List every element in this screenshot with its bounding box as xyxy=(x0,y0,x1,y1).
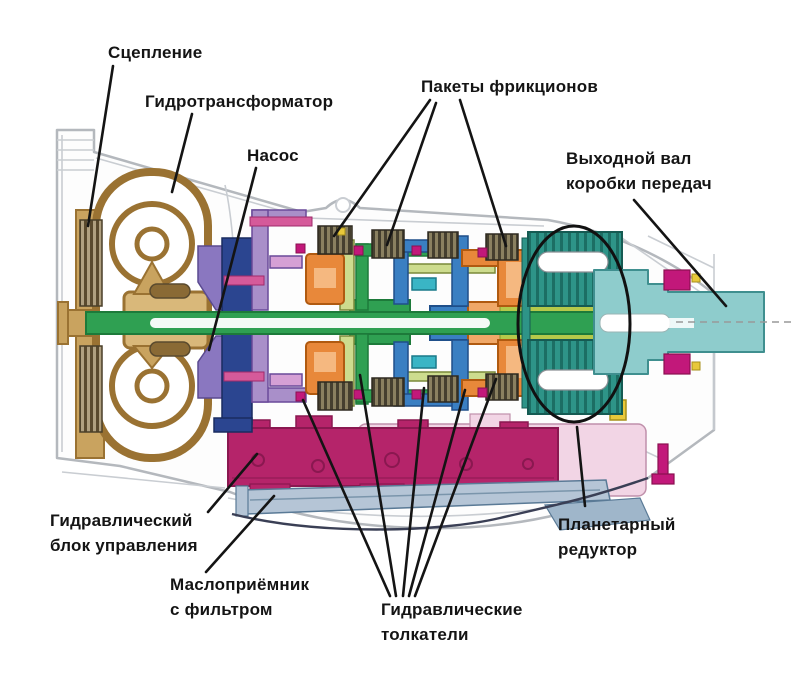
planet-roller-top xyxy=(537,251,609,273)
leader-friction-3 xyxy=(458,98,508,248)
label-hydraulic-pushers: Гидравлические толкатели xyxy=(381,600,523,644)
drum-orange-small xyxy=(305,253,345,395)
label-hydraulic-control-unit: Гидравлический блок управления xyxy=(50,511,198,555)
label-planetary-gear: Планетарный редуктор xyxy=(558,515,676,559)
leader-output-shaft xyxy=(632,198,728,308)
leader-hydraulic-unit xyxy=(206,452,259,514)
leader-pusher-1 xyxy=(301,398,392,598)
leader-pusher-5 xyxy=(413,377,498,598)
leader-pump xyxy=(207,166,258,352)
leader-planetary xyxy=(575,425,587,508)
leader-friction-1 xyxy=(332,98,432,238)
leader-pusher-3 xyxy=(401,386,426,598)
label-clutch: Сцепление xyxy=(108,43,203,62)
leader-pusher-4 xyxy=(407,388,467,598)
oil-pickup-filter xyxy=(231,476,651,531)
friction-packs xyxy=(317,225,519,411)
mount-flange-ribs xyxy=(57,135,94,452)
leader-torque-converter xyxy=(170,112,194,194)
leader-lines xyxy=(86,64,728,598)
planetary-highlight-ellipse xyxy=(516,224,632,424)
oil-pump xyxy=(197,209,313,433)
input-shaft xyxy=(85,304,625,342)
leader-friction-2 xyxy=(385,101,438,247)
output-shaft-assembly xyxy=(593,269,794,375)
label-friction-packs: Пакеты фрикционов xyxy=(421,77,598,96)
leader-pusher-2 xyxy=(358,373,398,598)
oil-pan-line xyxy=(231,476,649,531)
label-oil-pickup: Маслоприёмник с фильтром xyxy=(170,575,310,619)
label-pump: Насос xyxy=(247,146,299,165)
leader-oil-pickup xyxy=(204,494,276,574)
lockup-clutch-discs xyxy=(79,219,103,433)
leader-clutch xyxy=(86,64,115,228)
label-torque-converter: Гидротрансформатор xyxy=(145,92,334,111)
planet-roller-bottom xyxy=(537,369,609,391)
label-output-shaft: Выходной вал коробки передач xyxy=(566,149,712,193)
hydraulic-control-unit xyxy=(227,413,647,497)
pump-rod xyxy=(249,216,313,227)
